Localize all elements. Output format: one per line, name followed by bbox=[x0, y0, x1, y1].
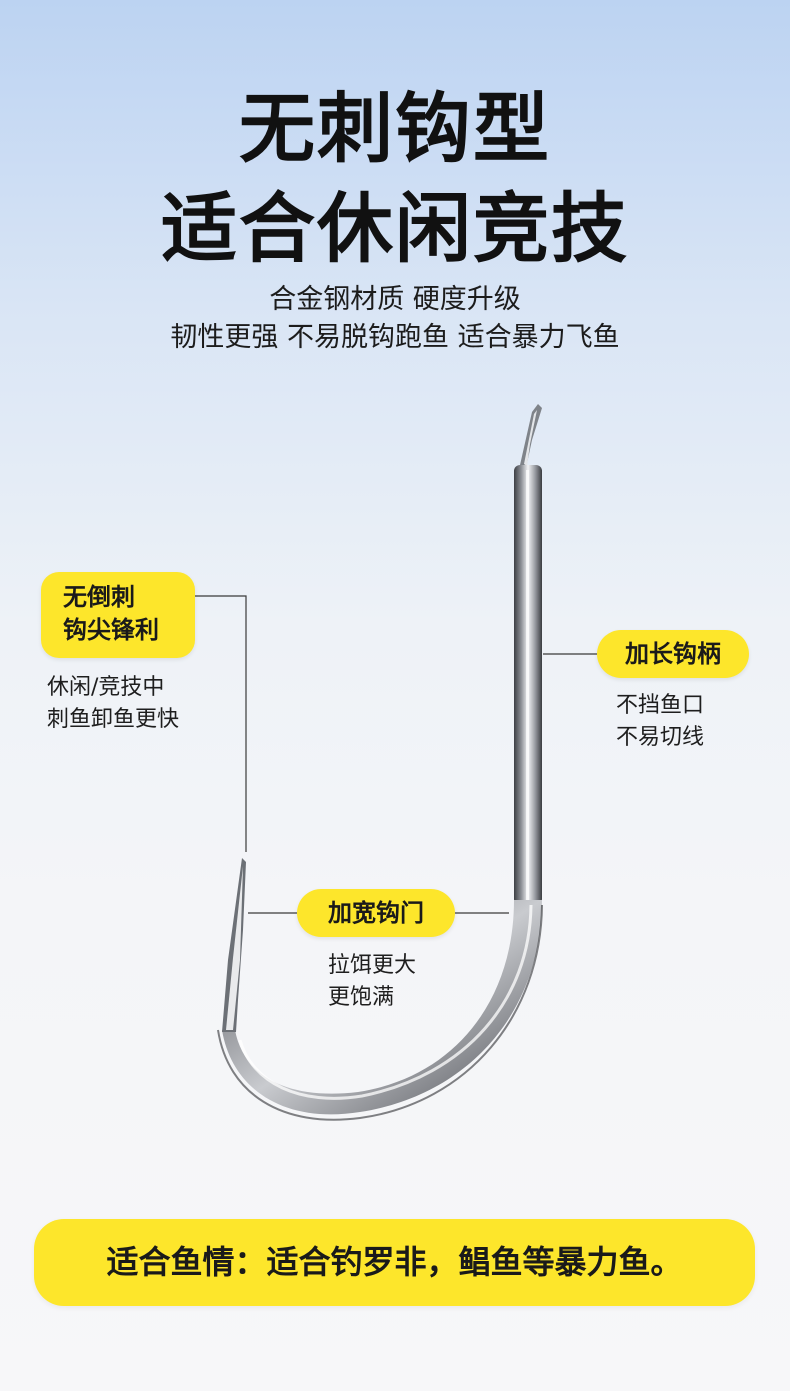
hook-shank bbox=[514, 465, 542, 905]
barbless-label-line2: 钩尖锋利 bbox=[63, 616, 159, 644]
gap-desc-line2: 更饱满 bbox=[328, 985, 395, 1010]
gap-callout-badge: 加宽钩门 bbox=[297, 889, 455, 937]
shank-description: 不挡鱼口 不易切线 bbox=[616, 690, 704, 754]
barbless-callout-badge: 无倒刺 钩尖锋利 bbox=[41, 572, 195, 658]
hook-point bbox=[222, 858, 246, 1032]
shank-desc-line2: 不易切线 bbox=[616, 725, 705, 750]
barbless-label-line1: 无倒刺 bbox=[63, 583, 135, 611]
suitable-fish-banner: 适合鱼情：适合钓罗非，鲳鱼等暴力鱼。 bbox=[34, 1219, 755, 1306]
subheadline-line2: 韧性更强 不易脱钩跑鱼 适合暴力飞鱼 bbox=[170, 322, 620, 353]
gap-desc-line1: 拉饵更大 bbox=[328, 953, 417, 978]
barbless-desc-line2: 刺鱼卸鱼更快 bbox=[47, 707, 180, 732]
barbless-desc-line1: 休闲/竞技中 bbox=[47, 675, 165, 700]
hook-eye-icon bbox=[520, 404, 542, 468]
barbless-leader-line bbox=[195, 595, 247, 852]
gap-description: 拉饵更大 更饱满 bbox=[328, 950, 416, 1014]
subheadline-line1: 合金钢材质 硬度升级 bbox=[269, 284, 521, 315]
hook-bend bbox=[217, 900, 543, 1121]
barbless-description: 休闲/竞技中 刺鱼卸鱼更快 bbox=[47, 672, 179, 736]
headline-line2: 适合休闲竞技 bbox=[161, 184, 629, 273]
callout-leader-lines bbox=[195, 595, 597, 914]
headline-line1: 无刺钩型 bbox=[239, 84, 551, 173]
shank-desc-line1: 不挡鱼口 bbox=[616, 693, 705, 718]
shank-callout-badge: 加长钩柄 bbox=[597, 630, 749, 678]
